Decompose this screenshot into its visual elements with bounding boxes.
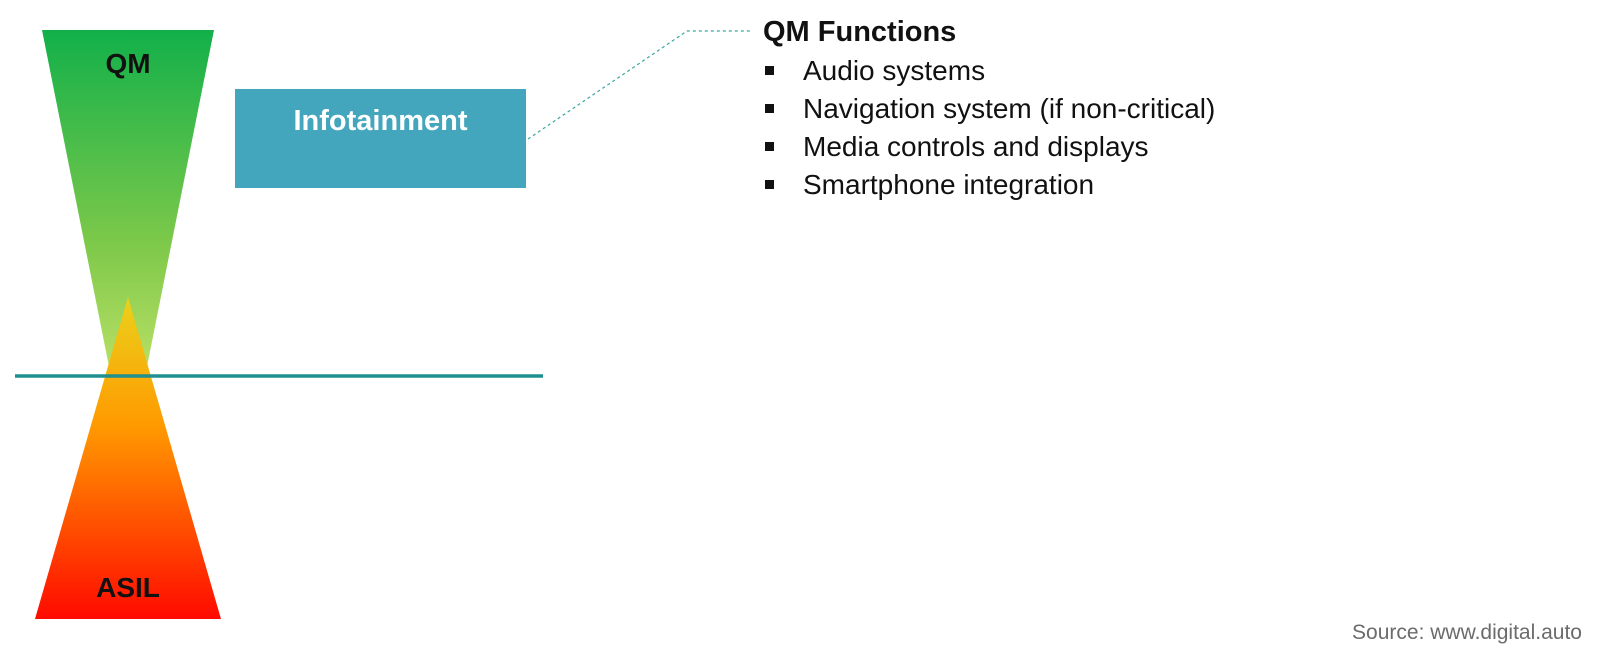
qm-label: QM xyxy=(105,48,151,79)
square-bullet-icon xyxy=(765,142,774,151)
qm-functions-panel: QM Functions Audio systems Navigation sy… xyxy=(763,14,1583,204)
qm-functions-title: QM Functions xyxy=(763,16,957,48)
list-item: Navigation system (if non-critical) xyxy=(763,90,1583,128)
asil-label: ASIL xyxy=(96,572,160,603)
source-note: Source: www.digital.auto xyxy=(1352,621,1582,644)
list-item-text: Smartphone integration xyxy=(803,169,1095,200)
connector-line xyxy=(527,30,750,140)
list-item-text: Audio systems xyxy=(803,55,986,86)
square-bullet-icon xyxy=(765,180,774,189)
square-bullet-icon xyxy=(765,66,774,75)
qm-inverted-triangle xyxy=(42,30,214,462)
square-bullet-icon xyxy=(765,104,774,113)
list-item: Smartphone integration xyxy=(763,166,1583,204)
list-item-text: Navigation system (if non-critical) xyxy=(803,93,1216,124)
list-item: Audio systems xyxy=(763,52,1583,90)
qm-functions-list: Audio systems Navigation system (if non-… xyxy=(763,52,1583,204)
infotainment-box: Infotainment xyxy=(235,89,526,188)
asil-triangle xyxy=(35,297,221,619)
list-item-text: Media controls and displays xyxy=(803,131,1149,162)
list-item: Media controls and displays xyxy=(763,128,1583,166)
